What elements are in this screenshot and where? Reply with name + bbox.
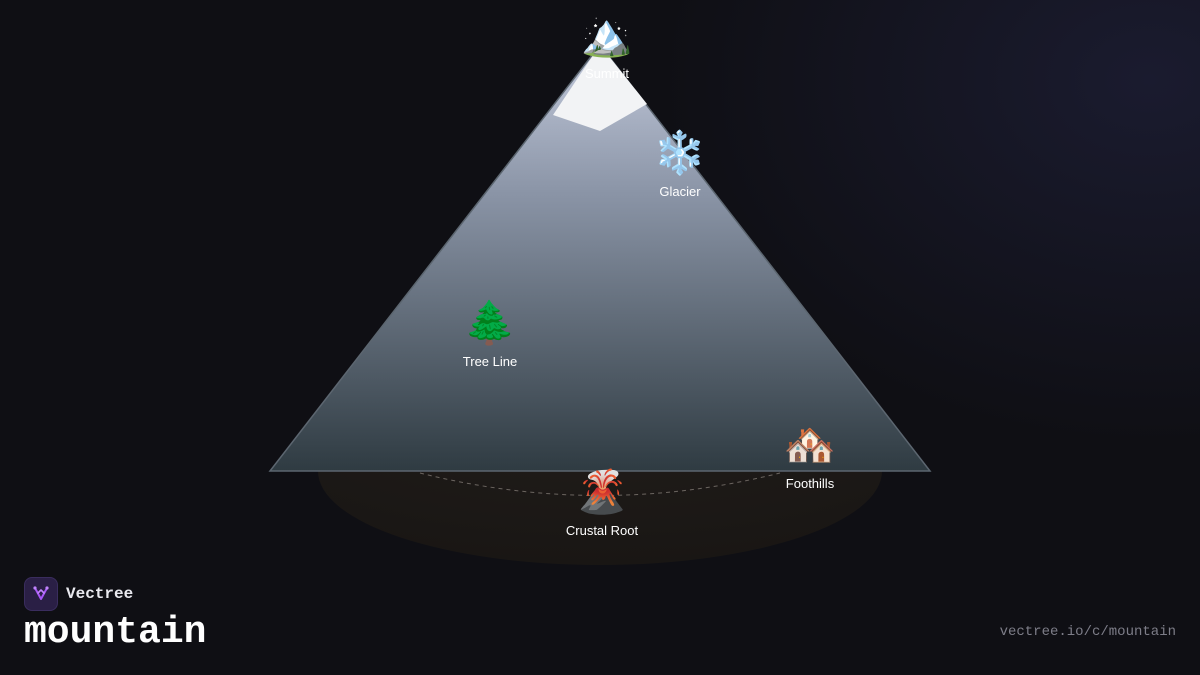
- tree-icon: 🌲: [463, 298, 517, 347]
- mountain-shape: [268, 43, 932, 472]
- node-tree-line: 🌲 Tree Line: [463, 298, 517, 369]
- snowflake-icon: ❄️: [653, 128, 707, 177]
- vectree-logo-icon: [24, 577, 58, 611]
- node-label-crustal-root: Crustal Root: [565, 523, 639, 538]
- houses-icon: 🏘️: [783, 420, 837, 469]
- node-summit: 🏔️ Summit: [581, 10, 633, 81]
- crustal-root-shape: [318, 471, 882, 565]
- node-glacier: ❄️ Glacier: [654, 128, 706, 199]
- volcano-icon: 🌋: [575, 467, 629, 516]
- brand-name: Vectree: [66, 585, 134, 603]
- mountain-icon: 🏔️: [580, 10, 634, 59]
- page-title: mountain: [24, 611, 207, 654]
- brand: Vectree: [24, 577, 133, 611]
- root-boundary-line: [419, 472, 781, 496]
- site-url: vectree.io/c/mountain: [999, 624, 1176, 640]
- node-label-glacier: Glacier: [659, 184, 701, 199]
- node-label-foothills: Foothills: [785, 476, 835, 491]
- node-foothills: 🏘️ Foothills: [784, 420, 836, 491]
- node-label-tree-line: Tree Line: [462, 354, 518, 369]
- node-crustal-root: 🌋 Crustal Root: [566, 467, 638, 538]
- node-label-summit: Summit: [584, 66, 630, 81]
- snow-cap: [553, 45, 647, 131]
